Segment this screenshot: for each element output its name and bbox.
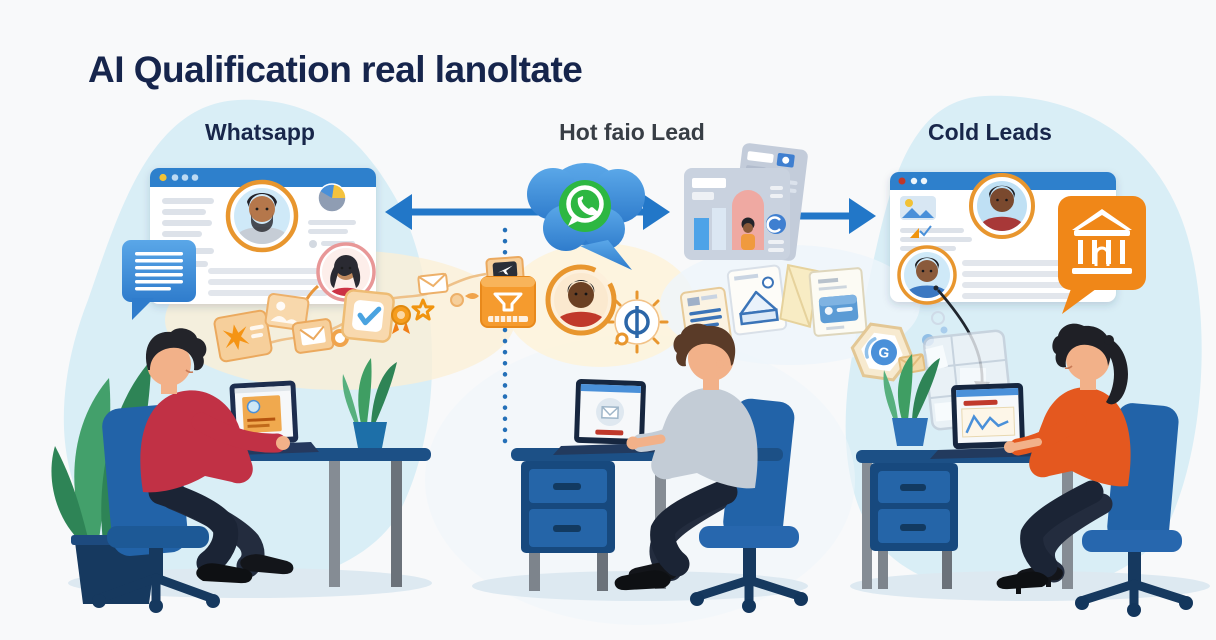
blue-dot-doodle	[940, 326, 948, 334]
profile-avatar-man-red	[969, 173, 1035, 239]
folded-paper-icon	[779, 263, 819, 329]
photo-card-icon	[264, 293, 310, 331]
bluecard-doc-icon	[808, 267, 868, 337]
window-text-lines	[162, 198, 356, 296]
whatsapp-icon	[559, 180, 611, 232]
flow-arrow-right	[790, 198, 876, 234]
profile-avatar-man-blue	[897, 245, 957, 305]
plant-desk	[883, 354, 940, 446]
page-title: AI Qualification real lanoltate	[88, 48, 583, 90]
envelope-icon	[417, 272, 449, 296]
envelope-card-icon	[291, 318, 335, 354]
pie-chart-icon	[317, 183, 347, 213]
window-dots	[159, 173, 199, 182]
office-chair	[1075, 403, 1193, 617]
laptop	[574, 378, 646, 446]
gear-sun-icon	[605, 290, 669, 354]
whatsapp-profile-window	[150, 168, 376, 336]
profile-avatar-man	[225, 179, 299, 253]
bar-chart-card-icon	[694, 208, 726, 250]
star-icon	[411, 298, 435, 321]
window-dots	[898, 177, 928, 185]
checkmark-card-icon	[341, 289, 395, 343]
lead-icons-chain-middle: G	[545, 263, 1014, 431]
person-agent-orange	[996, 323, 1131, 594]
section-label-whatsapp: Whatsapp	[205, 119, 315, 145]
section-label-cold-leads: Cold Leads	[928, 119, 1052, 145]
chat-bubble-icon	[122, 240, 196, 320]
section-label-hot-lead: Hot faio Lead	[559, 119, 705, 145]
open-envelope-card-icon	[726, 264, 788, 336]
lead-icons-chain-left	[213, 256, 536, 363]
laptop	[951, 383, 1025, 450]
g-badge-letter: G	[877, 344, 890, 361]
person-agent-red	[140, 328, 294, 584]
report-card-front	[684, 168, 790, 260]
scene-cold-leads-agent	[850, 323, 1210, 617]
whatsapp-bubble	[527, 163, 645, 270]
funnel-box-icon	[480, 276, 536, 328]
starburst-card-icon	[213, 309, 273, 363]
ring-doodle	[931, 311, 945, 325]
medal-icon	[391, 305, 411, 334]
desk-with-drawers	[511, 448, 783, 591]
lead-avatar-circle	[545, 264, 617, 336]
building-bubble-icon	[1058, 196, 1146, 314]
g-badge-hexagon-icon: G	[850, 322, 914, 382]
plant-desk	[342, 358, 397, 448]
lead-report-cards	[684, 143, 808, 261]
scene-whatsapp-agent	[51, 328, 432, 613]
window-titlebar	[150, 168, 376, 187]
flow-arrow-left	[385, 194, 670, 230]
rank-flag-icon	[910, 225, 932, 238]
leaf-doodle-icon	[450, 293, 479, 307]
photo-thumbnail	[900, 196, 936, 220]
scene-hot-lead-agent	[472, 323, 808, 613]
laptop	[229, 380, 299, 446]
person-agent-gray	[614, 323, 758, 591]
